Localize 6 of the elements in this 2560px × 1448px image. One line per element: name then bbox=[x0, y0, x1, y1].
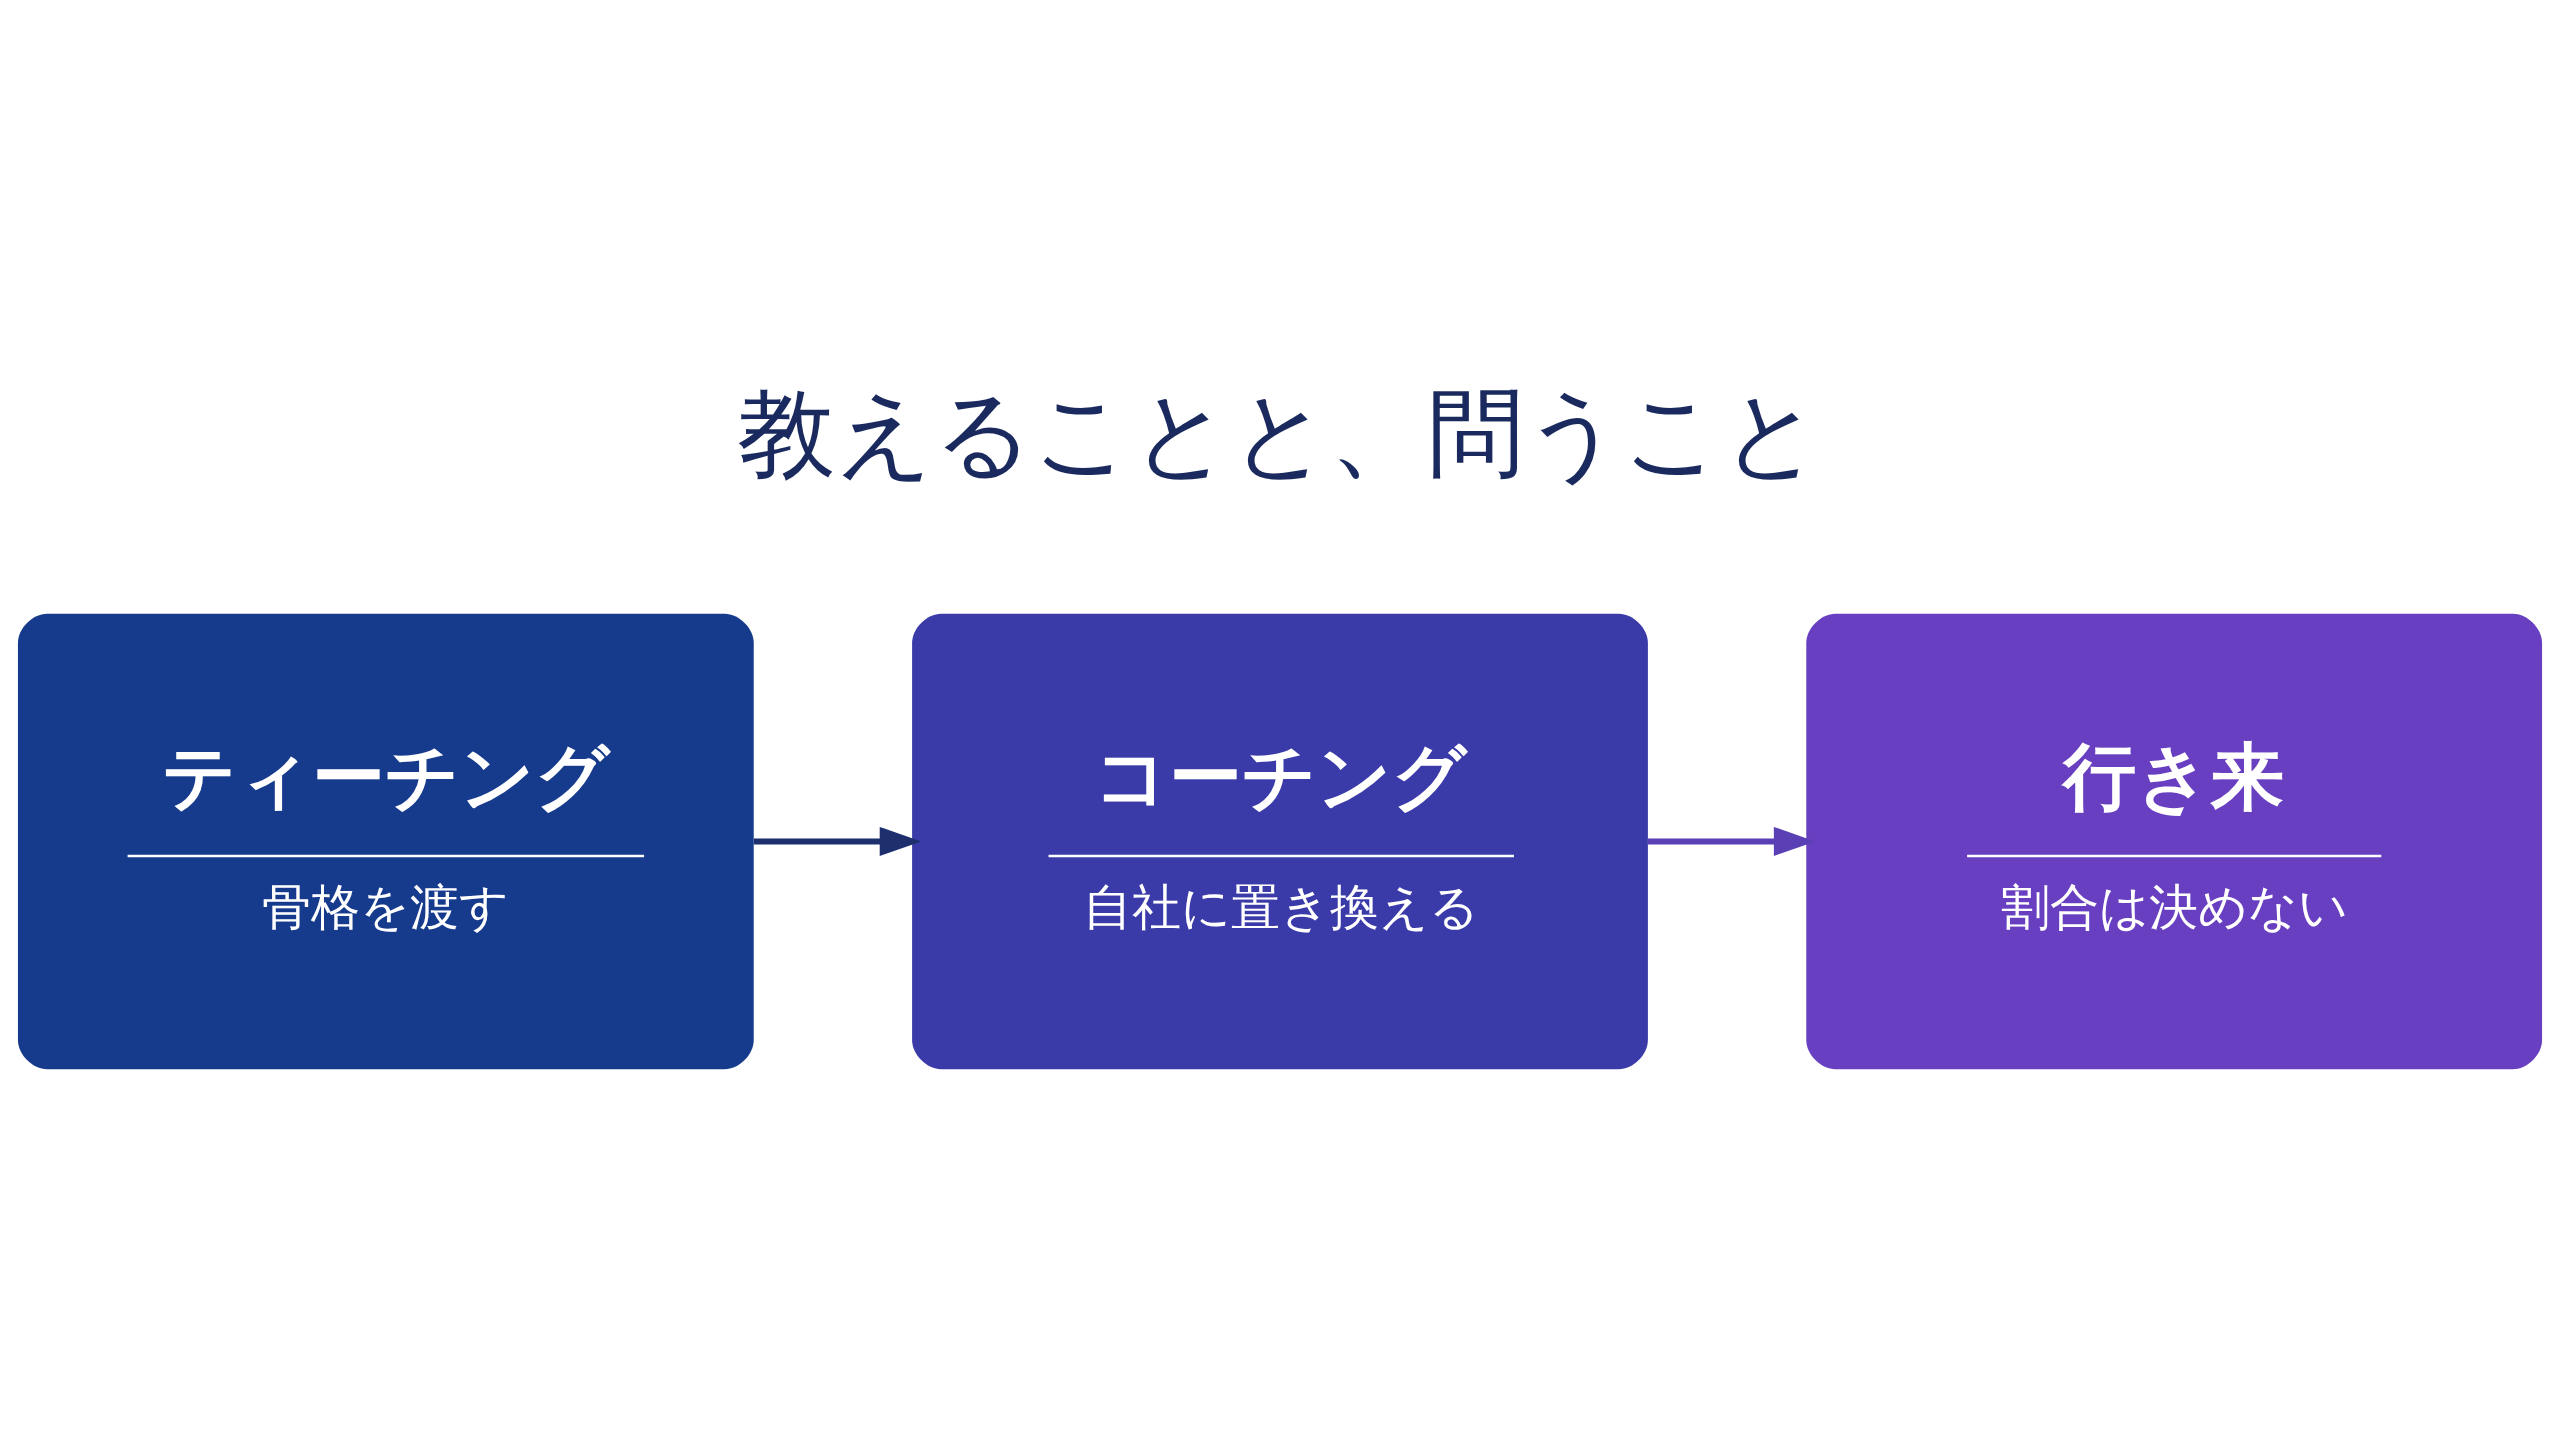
diagram-title: 教えることと、問うこと bbox=[738, 376, 1822, 490]
node-box: 行き来 割合は決めない bbox=[1806, 613, 2543, 1069]
node-box: ティーチング 骨格を渡す bbox=[17, 613, 754, 1069]
arrow bbox=[1648, 826, 1816, 856]
arrow bbox=[753, 826, 922, 856]
node-box: コーチング 自社に置き換える bbox=[912, 613, 1648, 1069]
